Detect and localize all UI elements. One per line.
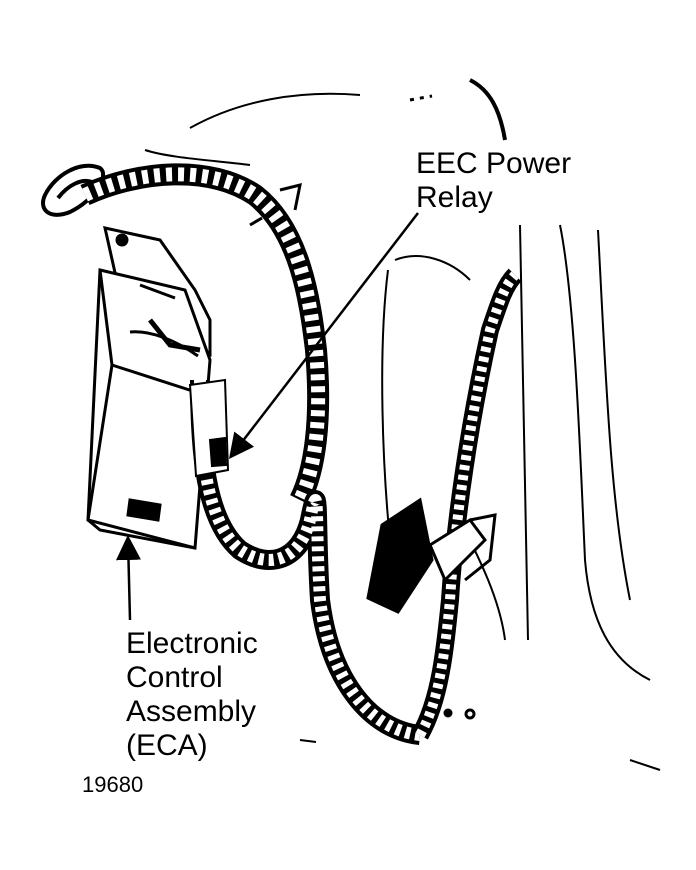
wiring-harness [80,163,522,745]
eca-label-line-2: Control [126,661,223,694]
relay-label-line-2: Relay [416,181,493,214]
eec-power-relay-callout: EEC Power Relay [416,147,571,215]
eec-power-relay [188,378,230,478]
eca-module [86,226,212,550]
eca-label-line-3: Assembly [126,695,257,728]
eca-label-line-1: Electronic [126,627,258,660]
eca-callout: Electronic Control Assembly (ECA) [126,627,258,763]
harness-connector-block [366,497,497,720]
eca-label-line-4: (ECA) [126,729,208,762]
relay-label-line-1: EEC Power [416,147,572,180]
body-panel-sketch [144,78,661,771]
relay-leader-arrow [228,212,419,459]
figure-number: 19680 [82,772,144,797]
eca-leader-arrow [116,535,141,621]
